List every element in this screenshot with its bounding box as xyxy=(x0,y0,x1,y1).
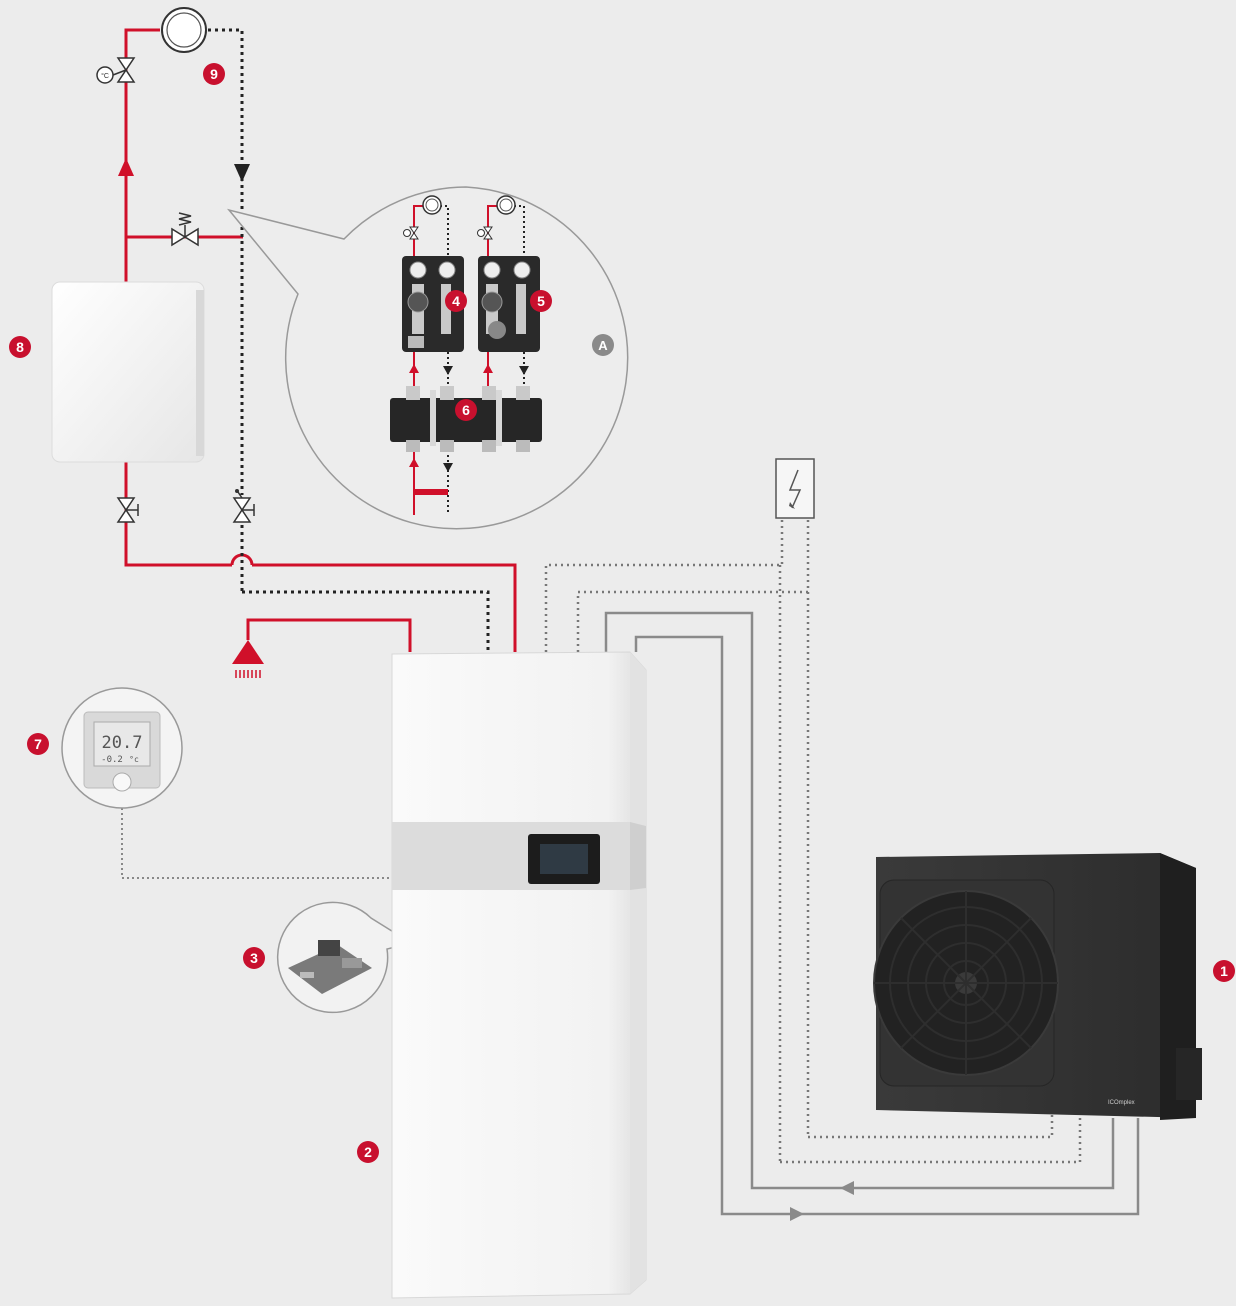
thermostat-wire xyxy=(122,808,396,878)
heating-emitter-icon xyxy=(232,640,264,678)
return-arrow-icon xyxy=(234,164,250,182)
badge-3: 3 xyxy=(243,947,265,969)
svg-text:2: 2 xyxy=(364,1144,372,1160)
thermostat-temperature: 20.7 xyxy=(102,733,143,753)
outdoor-heat-pump: ICOmplex xyxy=(874,853,1202,1120)
svg-text:A: A xyxy=(598,338,608,353)
valve-icon xyxy=(118,498,138,522)
boiler xyxy=(52,282,204,462)
svg-text:7: 7 xyxy=(34,736,42,752)
badge-6: 6 xyxy=(455,399,477,421)
badge-8: 8 xyxy=(9,336,31,358)
svg-text:°C: °C xyxy=(101,72,109,80)
thermostatic-valve-icon: °C xyxy=(97,58,134,83)
indoor-unit xyxy=(392,652,646,1298)
detail-callout xyxy=(229,187,628,529)
svg-text:3: 3 xyxy=(250,950,258,966)
badge-2: 2 xyxy=(357,1141,379,1163)
fan-grille-icon xyxy=(874,891,1058,1075)
room-thermostat: 20.7 -0.2 °c xyxy=(62,688,182,808)
lightning-bolt-icon xyxy=(776,459,814,518)
svg-text:1: 1 xyxy=(1220,963,1228,979)
badge-4: 4 xyxy=(445,290,467,312)
svg-text:5: 5 xyxy=(537,293,545,309)
relief-valve-icon xyxy=(172,213,198,245)
badge-5: 5 xyxy=(530,290,552,312)
circulation-pump-icon xyxy=(162,8,206,52)
valve-icon xyxy=(234,489,254,522)
svg-text:9: 9 xyxy=(210,66,218,82)
svg-text:4: 4 xyxy=(452,293,460,309)
thermostat-unit: °c xyxy=(129,755,139,764)
badge-1: 1 xyxy=(1213,960,1235,982)
heat-pump-brand: ICOmplex xyxy=(1108,1100,1135,1106)
svg-text:6: 6 xyxy=(462,402,470,418)
svg-text:8: 8 xyxy=(16,339,24,355)
refrigerant-arrow-icon xyxy=(840,1181,854,1195)
flow-arrow-icon xyxy=(118,158,134,176)
refrigerant-arrow-icon xyxy=(790,1207,804,1221)
control-board xyxy=(278,902,411,1012)
badge-a: A xyxy=(592,334,614,356)
badge-9: 9 xyxy=(203,63,225,85)
badge-7: 7 xyxy=(27,733,49,755)
thermostat-offset: -0.2 xyxy=(101,755,123,765)
